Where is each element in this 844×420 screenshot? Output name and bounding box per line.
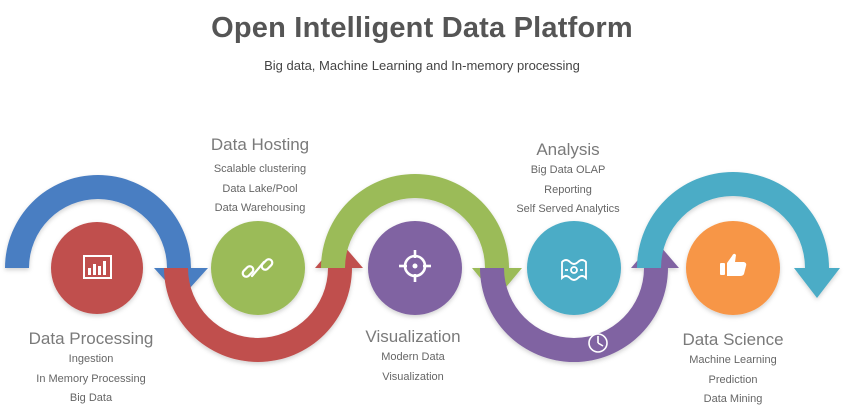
arc-red [164,240,363,362]
step-item: Machine Learning [689,354,777,366]
step-visualization: Visualization Modern Data Visualization [328,326,498,387]
step-analysis: Analysis Big Data OLAP Reporting Self Se… [483,139,653,220]
step-title: Analysis [536,140,600,159]
step-title: Data Science [682,330,784,349]
step-title: Visualization [365,327,461,346]
arc-blue [5,175,208,298]
page-title: Open Intelligent Data Platform [211,12,633,44]
circle-data-processing [51,222,143,314]
step-item: Reporting [544,183,592,196]
page-subtitle: Big data, Machine Learning and In-memory… [264,58,580,73]
chain-link-icon [241,258,274,278]
step-item: Big Data [69,392,113,404]
thumbs-up-icon [720,253,747,276]
circle-analysis [527,221,621,315]
step-item: Scalable clustering [213,163,307,175]
step-data-hosting: Data Hosting Scalable clustering Data La… [175,134,345,219]
step-data-science: Data Science Machine Learning Prediction… [648,329,818,410]
step-item: Visualization [382,370,444,383]
crosshair-icon [399,250,431,282]
clock-icon [588,333,608,353]
step-item: Data Mining [703,393,763,405]
arc-green [321,174,522,298]
step-item: Ingestion [68,353,114,365]
step-item: Big Data OLAP [530,164,606,176]
arc-teal [637,172,840,298]
step-title: Data Hosting [210,135,310,154]
step-item: Prediction [708,373,758,386]
step-item: Data Lake/Pool [222,182,298,195]
step-item: Modern Data [381,351,445,363]
bar-chart-icon [83,255,112,279]
arc-purple [480,240,679,362]
step-item: Self Served Analytics [516,203,620,215]
step-item: In Memory Processing [36,372,146,385]
money-icon [561,259,587,281]
step-title: Data Processing [28,329,154,348]
step-data-processing: Data Processing Ingestion In Memory Proc… [6,328,176,409]
step-item: Data Warehousing [214,202,306,214]
